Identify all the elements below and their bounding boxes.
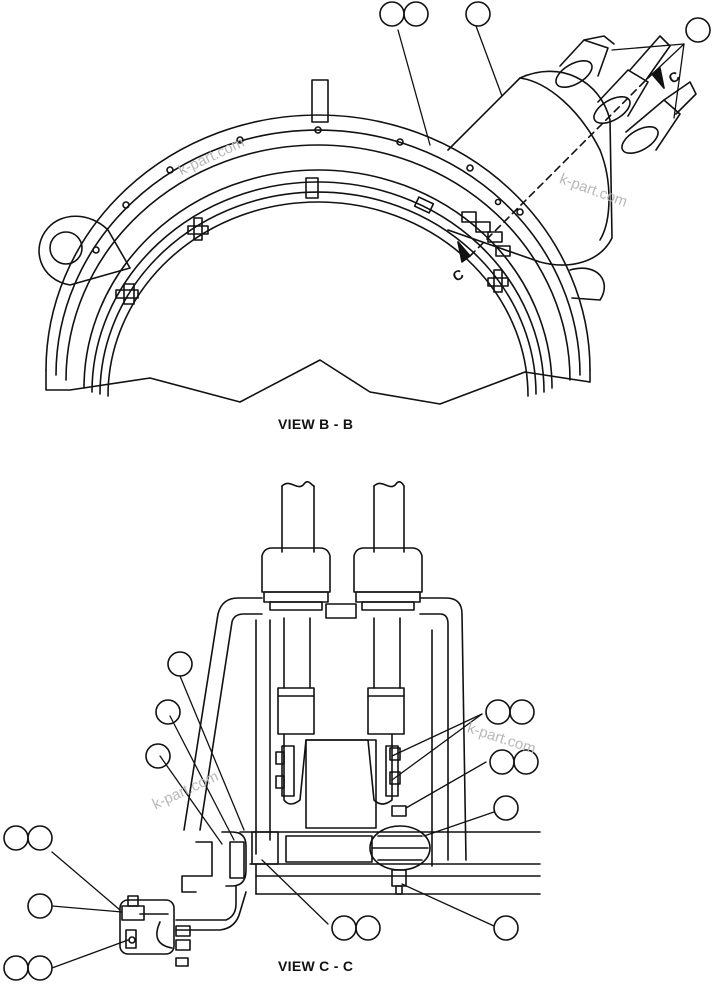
leader-lines-bottom <box>51 675 495 969</box>
callout-balloon <box>493 795 519 821</box>
base-plate <box>239 831 541 895</box>
callout-balloon <box>489 749 515 775</box>
tube-caps <box>261 547 423 619</box>
section-break <box>45 359 591 405</box>
callout-balloon <box>355 915 381 941</box>
callout-balloon <box>167 651 193 677</box>
top-post <box>311 79 329 123</box>
callout-balloon <box>685 17 711 43</box>
callout-balloon <box>465 1 491 27</box>
left-mounting-lug <box>38 215 131 286</box>
callout-balloon <box>485 699 511 725</box>
callout-balloon <box>509 699 535 725</box>
tube-fittings <box>555 35 697 155</box>
clamp-detail <box>119 895 191 967</box>
callout-balloons-bottom <box>3 651 539 981</box>
callout-balloon <box>379 1 405 27</box>
outer-flange <box>45 114 591 371</box>
race-clips <box>115 177 509 305</box>
callout-balloon <box>331 915 357 941</box>
rod-end-bearing <box>369 825 431 895</box>
callout-balloon <box>145 743 171 769</box>
callout-balloon <box>155 699 181 725</box>
inner-race <box>83 169 553 389</box>
right-mounting-lug <box>569 267 606 301</box>
cylinder-assembly <box>447 35 697 266</box>
callout-balloon <box>403 1 429 27</box>
callout-balloon <box>27 955 53 981</box>
leader-lines-top <box>397 25 685 146</box>
callout-balloons-top <box>379 1 711 43</box>
callout-balloon <box>513 749 539 775</box>
flange-bolt-holes <box>92 126 524 254</box>
callout-balloon <box>493 915 519 941</box>
callout-balloon <box>3 955 29 981</box>
frame-tubes <box>183 597 467 867</box>
cylinder-bolts <box>461 198 511 257</box>
section-line-c <box>457 67 665 263</box>
inner-rods <box>277 617 405 735</box>
view-c-caption: VIEW C - C <box>278 958 354 974</box>
center-block <box>275 733 407 829</box>
view-b-caption: VIEW B - B <box>278 416 354 432</box>
housing-view-b: C C <box>38 1 711 405</box>
callout-balloon <box>27 825 53 851</box>
clamp-bracket <box>175 831 247 931</box>
callout-balloon <box>27 893 53 919</box>
callout-balloon <box>3 825 29 851</box>
detail-view-c <box>3 480 541 981</box>
section-letter-lower: C <box>450 266 467 285</box>
hydraulic-tubes <box>281 480 405 553</box>
